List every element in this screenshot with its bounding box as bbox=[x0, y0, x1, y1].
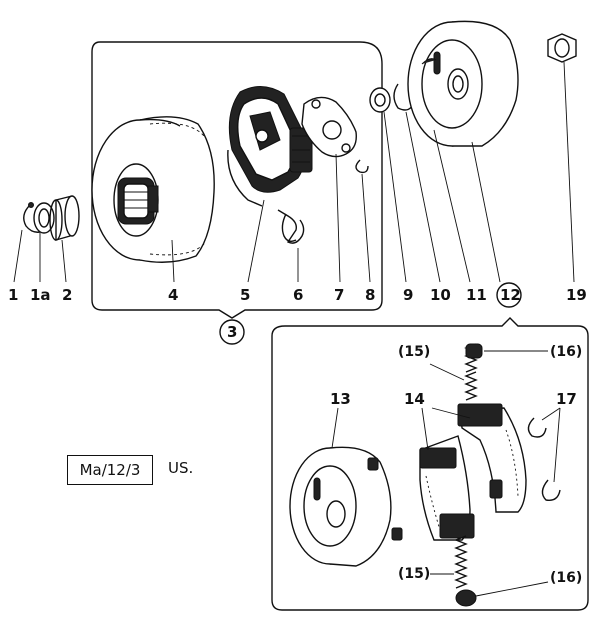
part-15-springs bbox=[429, 343, 478, 589]
part-6-spring bbox=[277, 209, 305, 282]
part-16-caps bbox=[455, 343, 549, 607]
group-12-outline bbox=[271, 317, 589, 611]
callout-16-bottom: (16) bbox=[550, 570, 582, 586]
callout-5: 5 bbox=[240, 286, 250, 304]
part-2-bushing bbox=[49, 195, 80, 283]
callout-10: 10 bbox=[430, 286, 451, 304]
callout-6: 6 bbox=[293, 286, 303, 304]
callout-11: 11 bbox=[466, 286, 487, 304]
callout-16-top: (16) bbox=[550, 344, 582, 360]
callout-14: 14 bbox=[404, 390, 425, 408]
callout-19: 19 bbox=[566, 286, 587, 304]
callout-3-circle bbox=[219, 319, 245, 345]
callout-17: 17 bbox=[556, 390, 577, 408]
reference-code-box: Ma/12/3 bbox=[67, 455, 153, 485]
callout-3: 3 bbox=[227, 323, 237, 341]
callout-1: 1 bbox=[8, 286, 18, 304]
part-13-drum bbox=[289, 407, 403, 567]
callout-15-bottom: (15) bbox=[398, 566, 430, 582]
part-5-clutch-shoes bbox=[227, 86, 313, 283]
part-1a-washer bbox=[33, 202, 55, 282]
part-12-brake-drum bbox=[407, 20, 519, 283]
callout-8: 8 bbox=[365, 286, 375, 304]
part-7-gasket bbox=[301, 96, 357, 283]
part-8-small-circlip bbox=[355, 159, 371, 283]
callout-12-circle bbox=[496, 282, 522, 308]
callout-12: 12 bbox=[500, 286, 521, 304]
callout-7: 7 bbox=[334, 286, 344, 304]
callout-9: 9 bbox=[403, 286, 413, 304]
reference-suffix: US. bbox=[168, 459, 194, 477]
callout-4: 4 bbox=[168, 286, 178, 304]
part-9-washer bbox=[369, 87, 407, 283]
callout-1a: 1a bbox=[30, 286, 51, 304]
part-19-nut bbox=[547, 33, 577, 283]
callout-15-top: (15) bbox=[398, 344, 430, 360]
callout-13: 13 bbox=[330, 390, 351, 408]
part-14-brake-shoes bbox=[419, 403, 527, 541]
callout-2: 2 bbox=[62, 286, 72, 304]
group-3-outline bbox=[91, 41, 383, 319]
part-4-clutch-drum bbox=[91, 116, 215, 283]
part-17-circlips bbox=[527, 407, 561, 501]
sprocket bbox=[117, 177, 159, 225]
